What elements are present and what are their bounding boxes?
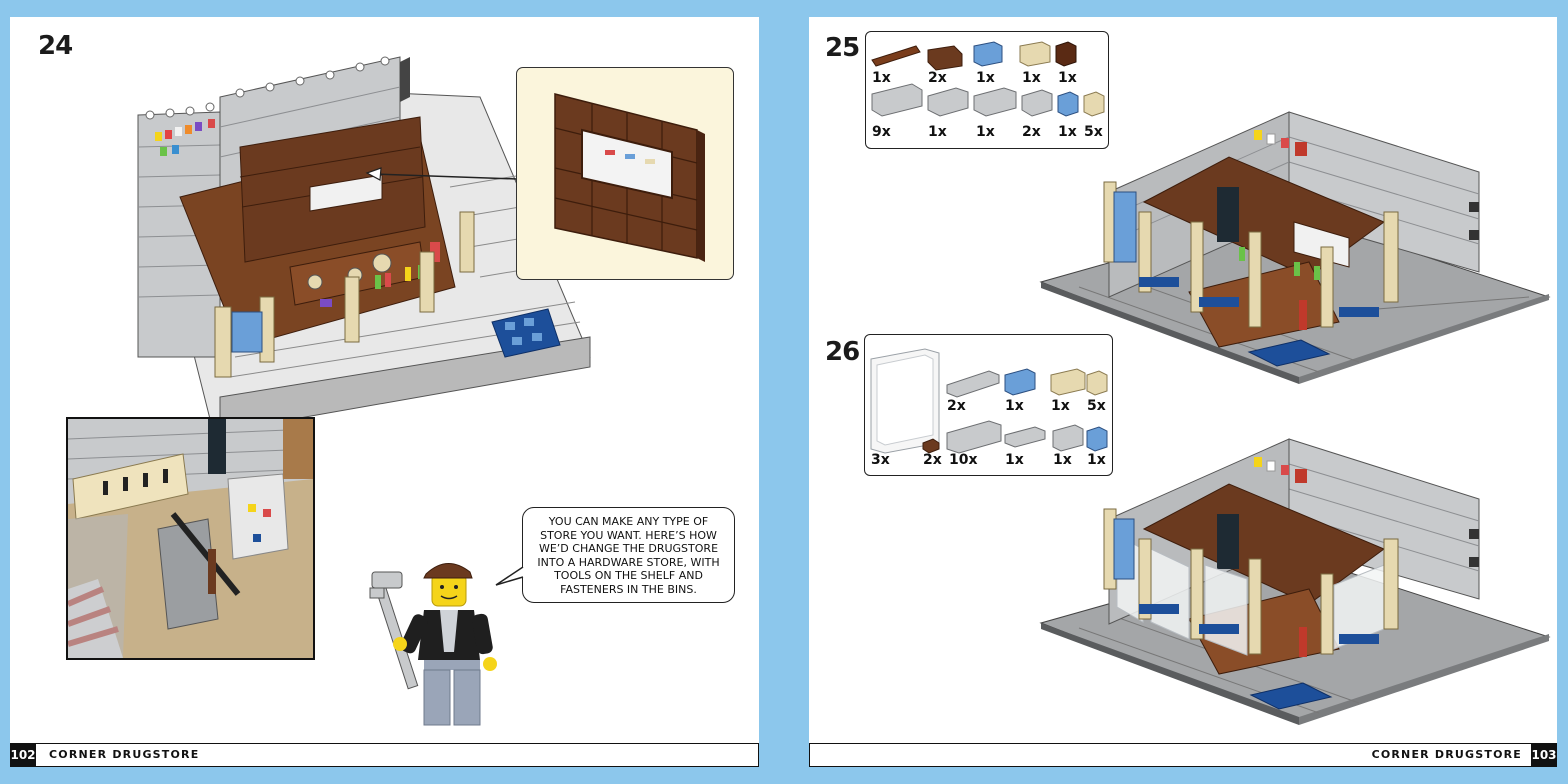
speech-bubble-tail	[495, 566, 524, 586]
parts-list-step-25: 1x 2x 1x 1x 1x 9x 1x 1x 2x 1x 5x	[865, 31, 1109, 149]
qty-26-5: 3x	[871, 452, 890, 468]
hardware-store-inset	[66, 417, 315, 660]
qty-26-8: 1x	[1005, 452, 1024, 468]
chapter-title-left: CORNER DRUGSTORE	[49, 748, 200, 761]
parts-bricks-step-25	[871, 41, 1105, 117]
qty-26-4: 5x	[1087, 398, 1106, 414]
left-page: 24	[10, 17, 759, 767]
qty-25-8: 1x	[976, 124, 995, 140]
qty-25-4: 1x	[1022, 70, 1041, 86]
callout-inset	[516, 67, 734, 280]
drugstore-model-step-26	[1039, 438, 1551, 725]
step-number-24: 24	[38, 31, 73, 61]
qty-26-2: 1x	[1005, 398, 1024, 414]
left-footer: 102 CORNER DRUGSTORE	[10, 743, 759, 767]
right-page: 25 1x 2x 1x 1x 1x 9x 1x 1x 2x 1x 5x	[809, 17, 1557, 767]
qty-25-5: 1x	[1058, 70, 1077, 86]
right-footer: CORNER DRUGSTORE 103	[809, 743, 1557, 767]
parts-list-step-26: 2x 1x 1x 5x 3x 2x 10x 1x 1x 1x	[864, 334, 1113, 476]
page-number-103: 103	[1531, 743, 1557, 767]
qty-26-9: 1x	[1053, 452, 1072, 468]
parts-bricks-step-26	[870, 348, 1108, 454]
qty-25-9: 2x	[1022, 124, 1041, 140]
qty-26-1: 2x	[947, 398, 966, 414]
drugstore-model-illustration	[137, 56, 591, 417]
chapter-title-right: CORNER DRUGSTORE	[1371, 748, 1522, 761]
hardware-store-interior-illustration	[68, 419, 313, 658]
qty-26-10: 1x	[1087, 452, 1106, 468]
step-number-25: 25	[825, 33, 860, 63]
wall-panel-illustration	[554, 93, 705, 262]
callout-arrow	[365, 167, 518, 181]
speech-bubble: YOU CAN MAKE ANY TYPE OF STORE YOU WANT.…	[522, 507, 735, 603]
qty-26-7: 10x	[949, 452, 978, 468]
qty-25-3: 1x	[976, 70, 995, 86]
qty-26-3: 1x	[1051, 398, 1070, 414]
qty-25-2: 2x	[928, 70, 947, 86]
qty-25-11: 5x	[1084, 124, 1103, 140]
minifigure-with-wrench	[369, 563, 497, 726]
step-number-26: 26	[825, 337, 860, 367]
qty-25-10: 1x	[1058, 124, 1077, 140]
qty-25-1: 1x	[872, 70, 891, 86]
qty-26-6: 2x	[923, 452, 942, 468]
qty-25-6: 9x	[872, 124, 891, 140]
page-number-102: 102	[10, 743, 36, 767]
drugstore-model-step-25	[1039, 111, 1551, 384]
qty-25-7: 1x	[928, 124, 947, 140]
